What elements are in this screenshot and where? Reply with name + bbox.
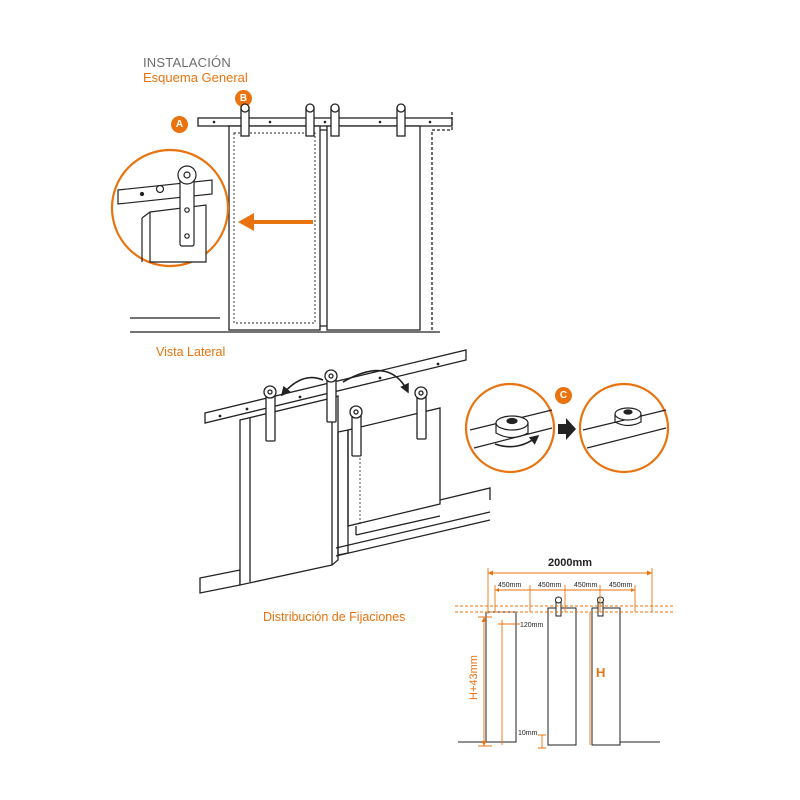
hanger-straps xyxy=(240,103,406,137)
side-door-back xyxy=(239,397,333,586)
front-view xyxy=(130,103,453,333)
view-label-fixings: Distribución de Fijaciones xyxy=(263,610,406,624)
door-right xyxy=(326,125,421,331)
wall-outline xyxy=(431,112,453,332)
hanger-detail-circle xyxy=(110,148,230,268)
roller-detail-after xyxy=(578,382,670,474)
dim-spacing-3: 450mm xyxy=(574,582,598,589)
transition-arrow-icon xyxy=(558,418,576,440)
section-subtitle: Esquema General xyxy=(143,70,248,85)
section-title: INSTALACIÓN xyxy=(143,55,231,70)
dim-floor-gap: 10mm xyxy=(518,730,538,737)
callout-badge-c: C xyxy=(555,387,572,404)
dim-offset: 120mm xyxy=(520,622,544,629)
dim-spacing-1: 450mm xyxy=(498,582,522,589)
dim-height: H xyxy=(596,665,605,680)
door-left xyxy=(228,125,321,331)
dim-height-total: H+43mm xyxy=(468,655,480,700)
callout-badge-a: A xyxy=(171,116,188,133)
callout-badge-b: B xyxy=(235,90,252,107)
fixings-diagram: 2000mm 450mm 450mm 450mm 450mm 120mm H+4… xyxy=(455,557,675,749)
side-view xyxy=(199,349,491,594)
dim-total-width: 2000mm xyxy=(548,557,592,569)
dim-spacing-4: 450mm xyxy=(609,582,633,589)
rail-screws xyxy=(212,120,432,124)
roller-detail-before xyxy=(464,382,556,474)
slide-direction-arrow xyxy=(238,213,313,231)
dim-spacing-2: 450mm xyxy=(538,582,562,589)
view-label-lateral: Vista Lateral xyxy=(156,345,226,359)
